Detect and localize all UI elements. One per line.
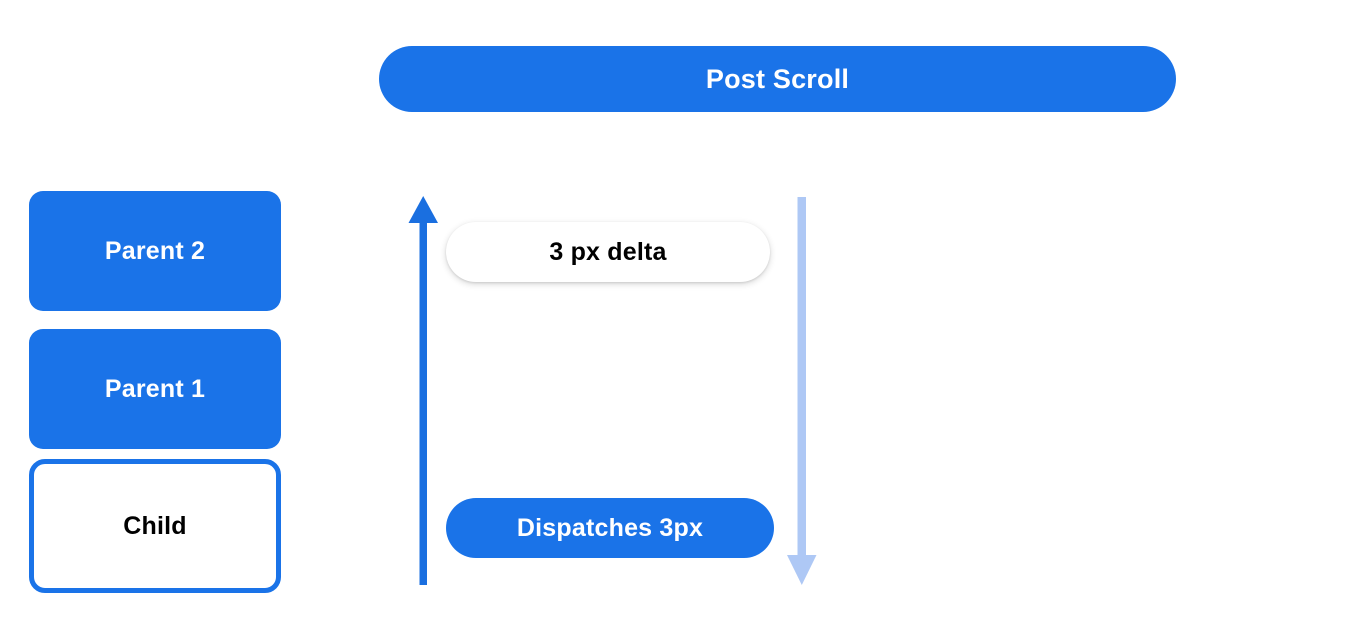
post-scroll-header-label: Post Scroll bbox=[705, 63, 850, 94]
scroll-down-arrow-icon bbox=[787, 197, 817, 585]
node-box-parent-2-label: Parent 2 bbox=[104, 236, 206, 265]
post-scroll-header-pill[interactable]: Post Scroll bbox=[379, 46, 1176, 112]
node-box-parent-2[interactable]: Parent 2 bbox=[29, 191, 281, 311]
node-box-parent-1[interactable]: Parent 1 bbox=[29, 329, 281, 449]
node-box-parent-1-label: Parent 1 bbox=[104, 374, 206, 403]
scroll-up-arrow-icon bbox=[408, 196, 438, 585]
node-box-child[interactable]: Child bbox=[29, 459, 281, 593]
delta-pill[interactable]: 3 px delta bbox=[446, 222, 770, 282]
node-box-child-label: Child bbox=[123, 511, 187, 540]
delta-pill-label: 3 px delta bbox=[549, 237, 667, 266]
dispatch-pill[interactable]: Dispatches 3px bbox=[446, 498, 774, 558]
dispatch-pill-label: Dispatches 3px bbox=[516, 513, 704, 542]
